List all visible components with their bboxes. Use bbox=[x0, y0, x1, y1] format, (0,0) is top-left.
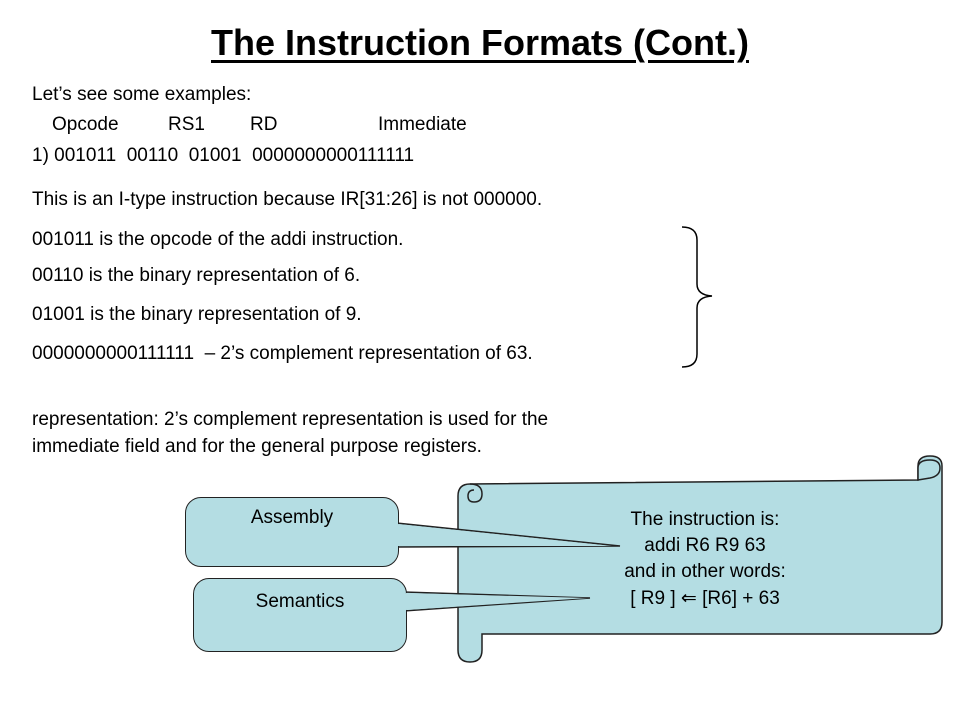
scroll-line-4: [ R9 ] ⇐ [R6] + 63 bbox=[560, 585, 850, 612]
header-rd: RD bbox=[250, 114, 278, 135]
slide-title: The Instruction Formats (Cont.) bbox=[211, 22, 749, 63]
scroll-line-2: addi R6 R9 63 bbox=[644, 535, 766, 556]
scroll-text: The instruction is: addi R6 R9 63 and in… bbox=[560, 507, 850, 612]
header-immediate: Immediate bbox=[378, 114, 467, 135]
scroll-shape bbox=[457, 455, 943, 663]
assembly-label: Assembly bbox=[250, 507, 334, 528]
semantics-source: [R6] + 63 bbox=[702, 588, 780, 609]
left-arrow-icon: ⇐ bbox=[680, 587, 697, 609]
semantics-dest: [ R9 ] bbox=[630, 588, 676, 609]
semantics-callout: Semantics bbox=[193, 578, 407, 652]
explanation-rs1: 00110 is the binary representation of 6. bbox=[32, 265, 361, 286]
assembly-callout: Assembly bbox=[185, 497, 399, 567]
explanation-rd: 01001 is the binary representation of 9. bbox=[32, 304, 362, 325]
semantics-label: Semantics bbox=[255, 591, 345, 612]
representation-note-line2: immediate field and for the general purp… bbox=[32, 436, 482, 457]
header-rs1: RS1 bbox=[168, 114, 205, 135]
explanation-opcode: 001011 is the opcode of the addi instruc… bbox=[32, 229, 404, 250]
scroll-line-3: and in other words: bbox=[624, 561, 786, 582]
example-line: 1) 001011 00110 01001 0000000000111111 bbox=[32, 145, 415, 166]
scroll-line-1: The instruction is: bbox=[630, 509, 780, 530]
intro-text: Let’s see some examples: bbox=[32, 84, 252, 105]
header-opcode: Opcode bbox=[52, 114, 119, 135]
explanation-immediate: 0000000000111111 – 2’s complement repres… bbox=[32, 343, 533, 364]
right-brace bbox=[681, 226, 713, 368]
representation-note-line1: representation: 2’s complement represent… bbox=[32, 409, 549, 430]
itype-note: This is an I-type instruction because IR… bbox=[32, 189, 543, 210]
